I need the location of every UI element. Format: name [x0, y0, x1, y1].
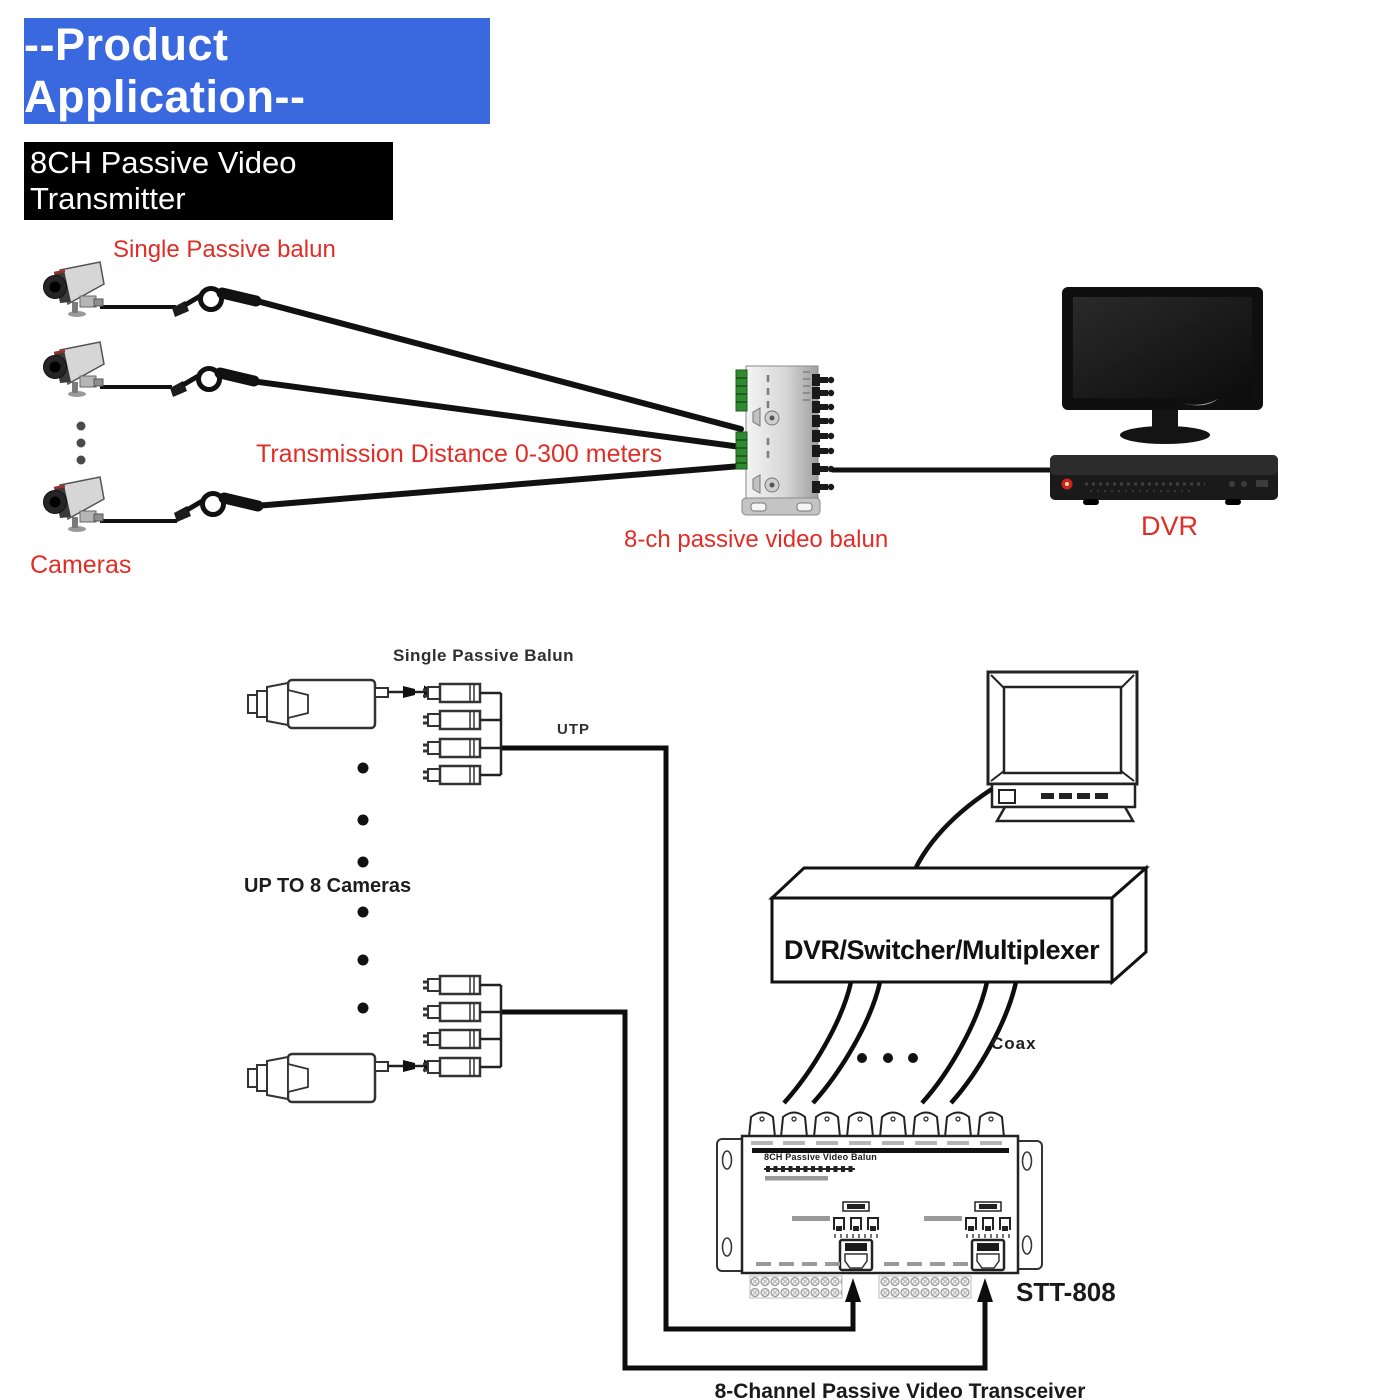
balun-connector-stack-top — [421, 682, 503, 786]
device-top-bar — [752, 1148, 1009, 1153]
balun-icon-3 — [174, 494, 258, 523]
cameras-ellipsis — [76, 421, 86, 465]
label-single-passive-balun: Single Passive balun — [113, 236, 336, 263]
utp-lines — [248, 297, 744, 509]
page-subtitle: 8CH Passive Video Transmitter — [30, 145, 297, 216]
camera-outline-1 — [246, 678, 390, 730]
upper-diagram-art — [42, 260, 1278, 534]
label-transceiver-caption: 8-Channel Passive Video Transceiver — [714, 1380, 1086, 1400]
label-8ch-passive-video-balun: 8-ch passive video balun — [624, 526, 889, 553]
terminal-block-left — [749, 1275, 843, 1299]
utp-routing-lines — [501, 745, 988, 1371]
device-fine-print — [764, 1166, 855, 1181]
label-transmission-distance: Transmission Distance 0-300 meters — [256, 440, 663, 468]
crt-monitor-icon — [986, 670, 1139, 823]
cameras-ellipsis-column — [357, 762, 369, 1014]
arrow-up-left — [845, 1278, 861, 1302]
lower-diagram-art — [246, 670, 1150, 1371]
camera-icon-1 — [42, 260, 106, 319]
label-coax: Coax — [991, 1034, 1037, 1053]
label-lower-single-passive-balun: Single Passive Balun — [393, 646, 575, 665]
device-port-labels — [751, 1141, 1002, 1145]
device-component-icons — [752, 407, 780, 494]
camera-outline-2 — [246, 1052, 390, 1104]
title-banner: --Product Application-- — [24, 18, 490, 124]
coax-cables — [782, 981, 1019, 1105]
device-bottom-labels — [756, 1262, 968, 1266]
stt808-device — [716, 1111, 1043, 1299]
arrow-up-right — [977, 1278, 993, 1302]
subtitle-banner: 8CH Passive Video Transmitter — [24, 142, 393, 220]
balun-connector-stack-bottom — [421, 974, 503, 1078]
camera-icon-2 — [42, 340, 106, 399]
label-dvr: DVR — [1141, 511, 1199, 541]
monitor-icon — [1062, 287, 1263, 444]
balun-icon-1 — [172, 289, 256, 318]
balun-icon-2 — [170, 369, 254, 398]
coax-ellipsis — [857, 1053, 918, 1063]
camera-cables — [100, 305, 177, 523]
page-title: --Product Application-- — [24, 19, 306, 122]
label-dvr-switcher-multiplexer: DVR/Switcher/Multiplexer — [784, 935, 1100, 965]
camera-icon-3 — [42, 475, 106, 534]
label-model-stt808: STT-808 — [1016, 1277, 1116, 1307]
bnc-connectors-row — [747, 1111, 1006, 1138]
dvr-switcher-box — [768, 864, 1150, 986]
label-cameras: Cameras — [30, 551, 132, 579]
8ch-balun-device — [735, 365, 835, 516]
label-device-title: 8CH Passive Video Balun — [764, 1152, 877, 1162]
terminal-block-right — [878, 1275, 972, 1299]
bnc-stub-icons — [812, 374, 835, 493]
label-utp: UTP — [557, 721, 590, 738]
label-up-to-8-cameras: UP TO 8 Cameras — [244, 875, 412, 897]
dvr-icon — [1050, 455, 1278, 505]
